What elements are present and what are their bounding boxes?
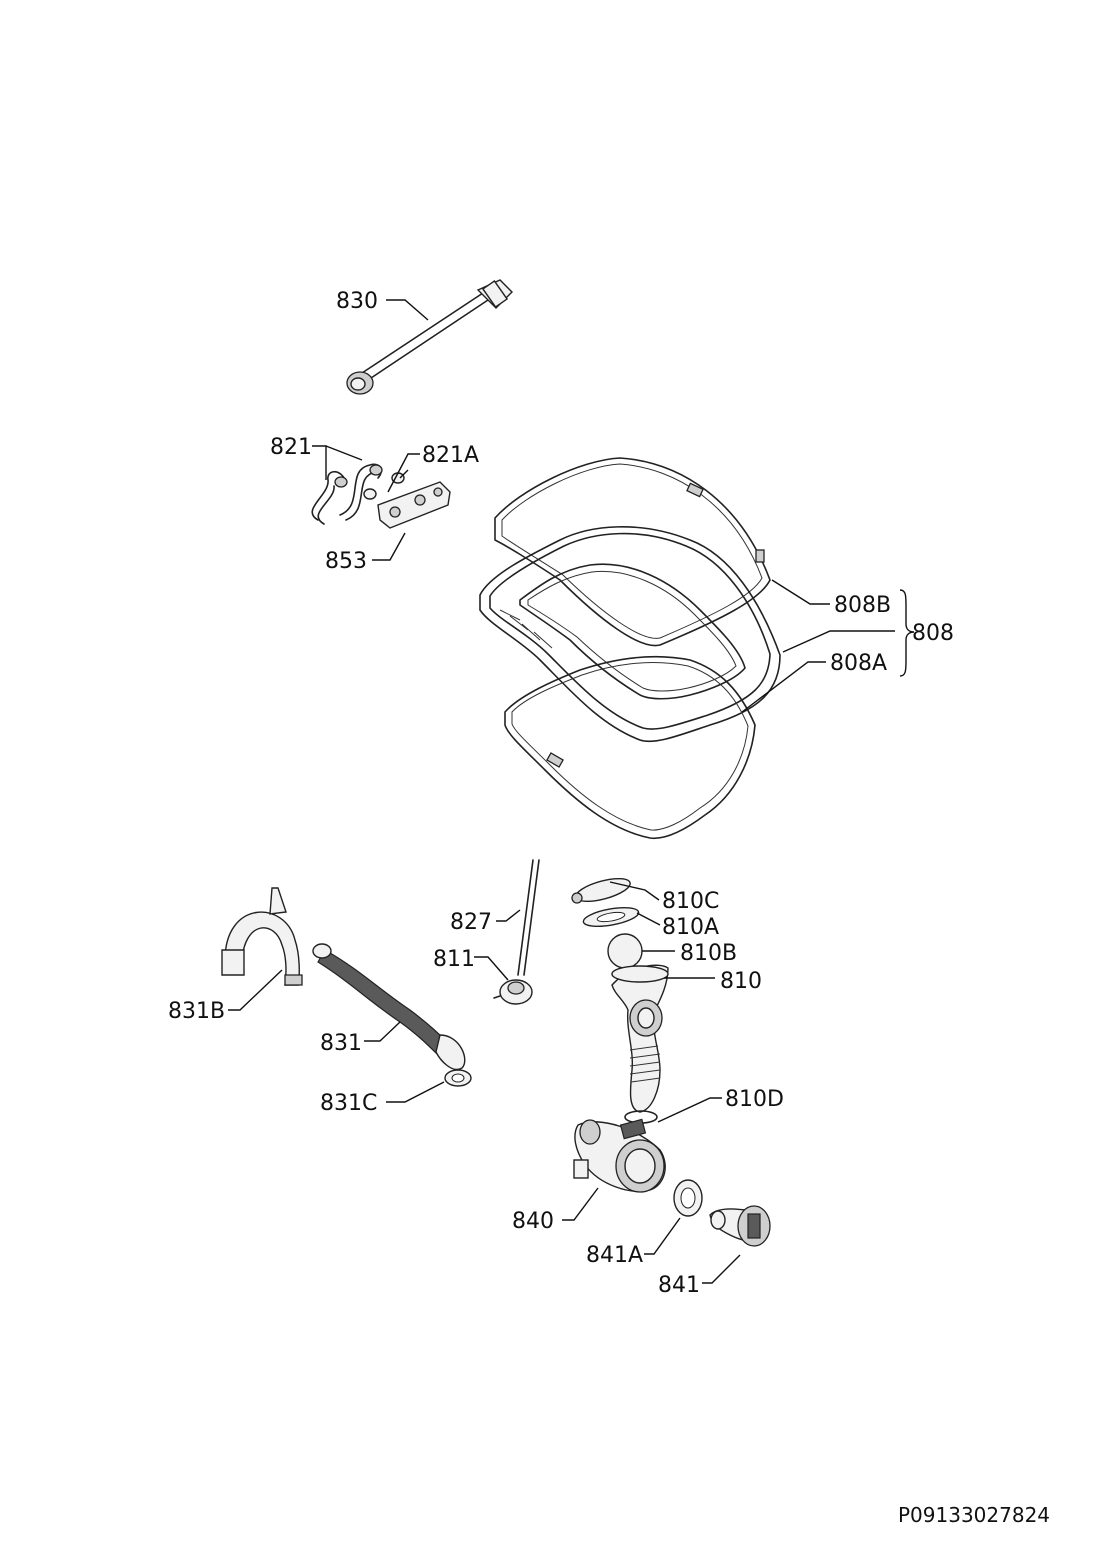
part-810A-gasket xyxy=(582,907,640,927)
part-831C-clamp xyxy=(444,1069,472,1087)
callout-labels: 830 821 821A 853 808B 808 808A 827 810C … xyxy=(168,289,954,1298)
label-810B: 810B xyxy=(680,941,737,966)
part-810B-ball xyxy=(607,933,643,969)
label-811: 811 xyxy=(433,947,475,972)
part-810-sump-hose xyxy=(611,964,669,1113)
part-831B-hose-guide xyxy=(221,887,303,986)
part-830-inlet-hose xyxy=(346,279,513,395)
part-840-pump xyxy=(573,1118,666,1193)
part-811-valve xyxy=(493,979,533,1005)
part-808-middle-ring xyxy=(479,526,781,743)
document-id: P09133027824 xyxy=(898,1503,1050,1527)
label-841A: 841A xyxy=(586,1243,643,1268)
label-808B: 808B xyxy=(834,593,891,618)
label-808: 808 xyxy=(912,621,954,646)
part-821A-clips xyxy=(363,472,405,500)
label-821: 821 xyxy=(270,435,312,460)
label-810C: 810C xyxy=(662,889,719,914)
label-821A: 821A xyxy=(422,443,479,468)
part-821-hoses xyxy=(311,463,383,525)
label-831B: 831B xyxy=(168,999,225,1024)
part-827-rod xyxy=(517,859,540,976)
part-853-bracket xyxy=(377,481,451,529)
part-810C-cap xyxy=(571,877,631,904)
label-808A: 808A xyxy=(830,651,887,676)
label-831C: 831C xyxy=(320,1091,377,1116)
label-827: 827 xyxy=(450,910,492,935)
label-841: 841 xyxy=(658,1273,700,1298)
part-831-drain-hose xyxy=(312,943,466,1071)
part-808B-upper-frame xyxy=(494,457,771,647)
part-841A-seal-ring xyxy=(673,1179,703,1217)
label-810: 810 xyxy=(720,969,762,994)
label-810D: 810D xyxy=(725,1087,784,1112)
part-808A-lower-frame xyxy=(504,655,756,840)
label-831: 831 xyxy=(320,1031,362,1056)
part-841-filter xyxy=(709,1205,771,1247)
label-840: 840 xyxy=(512,1209,554,1234)
leader-lines xyxy=(228,299,915,1284)
label-853: 853 xyxy=(325,549,367,574)
label-830: 830 xyxy=(336,289,378,314)
label-810A: 810A xyxy=(662,915,719,940)
